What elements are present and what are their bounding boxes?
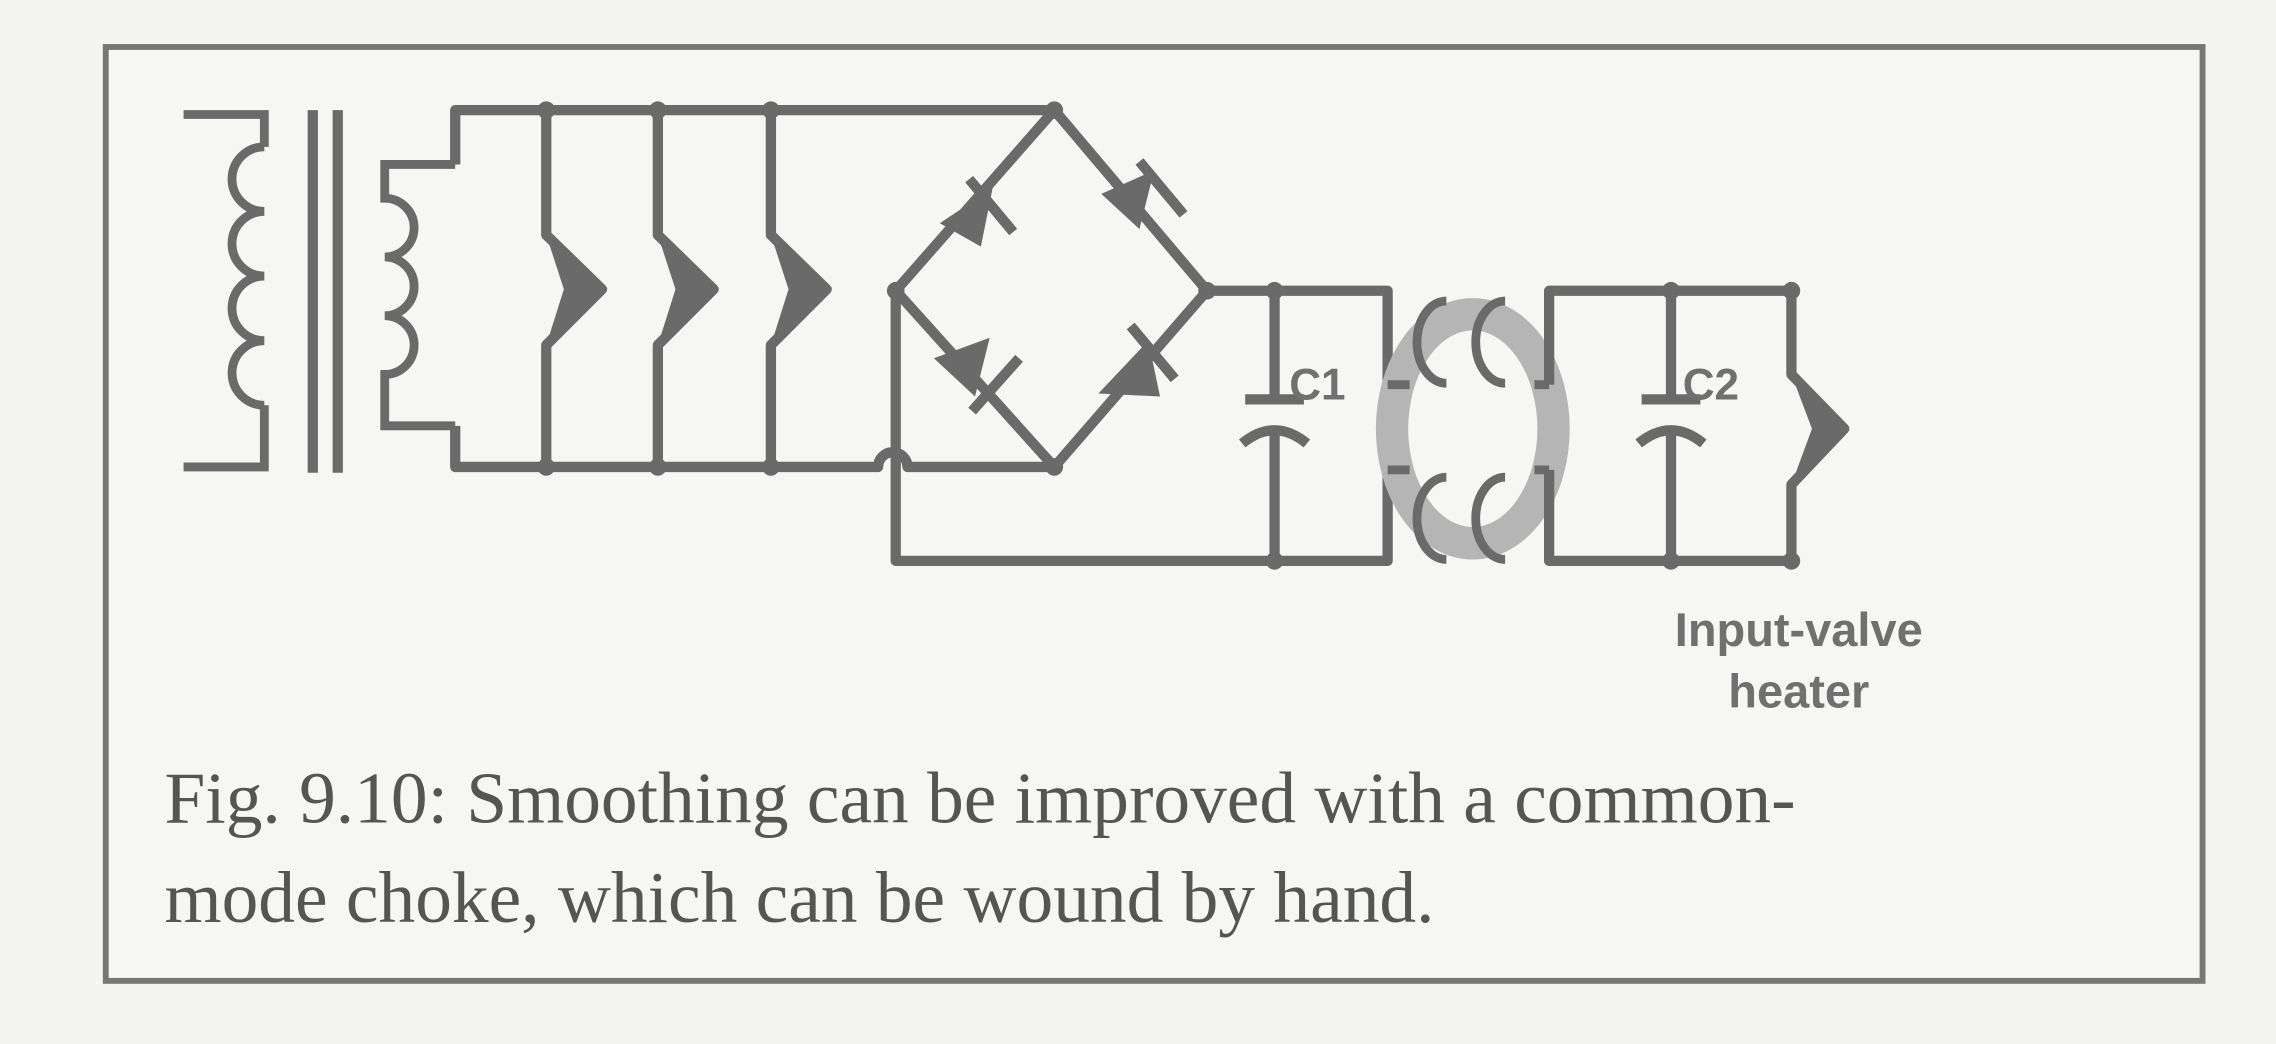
- heater-load: [765, 110, 832, 467]
- diode-icon: [1098, 340, 1161, 397]
- caption-line2: mode choke, which can be wound by hand.: [164, 857, 1434, 938]
- label-c2: C2: [1683, 360, 1739, 409]
- label-heater-line1: Input-valve: [1675, 603, 1923, 656]
- wire-output-pos: [1544, 285, 1792, 385]
- choke-core-ring: [1375, 298, 1570, 560]
- primary-winding: [183, 110, 269, 472]
- heater-load: [541, 110, 608, 467]
- heater-load: [652, 110, 719, 467]
- wire-negative: [890, 290, 1393, 567]
- input-valve-heater: [1786, 290, 1850, 561]
- capacitor-c1: [1239, 290, 1311, 561]
- heater-loads: [541, 110, 832, 467]
- junction-dots: [537, 101, 1801, 570]
- common-mode-choke: [1387, 296, 1550, 564]
- label-c1: C1: [1289, 360, 1345, 409]
- wire-top: [450, 104, 1055, 165]
- figure-frame: [102, 44, 2206, 984]
- transformer: [183, 110, 456, 473]
- diode-icon: [1101, 170, 1155, 230]
- wire-output-neg: [1544, 469, 1792, 567]
- capacitor-c2: [1635, 290, 1707, 561]
- diode-icon: [933, 337, 990, 397]
- caption-line1: Fig. 9.10: Smoothing can be improved wit…: [164, 757, 1795, 838]
- diode-icon: [939, 187, 993, 247]
- label-heater-line2: heater: [1728, 665, 1869, 718]
- secondary-winding: [380, 160, 456, 431]
